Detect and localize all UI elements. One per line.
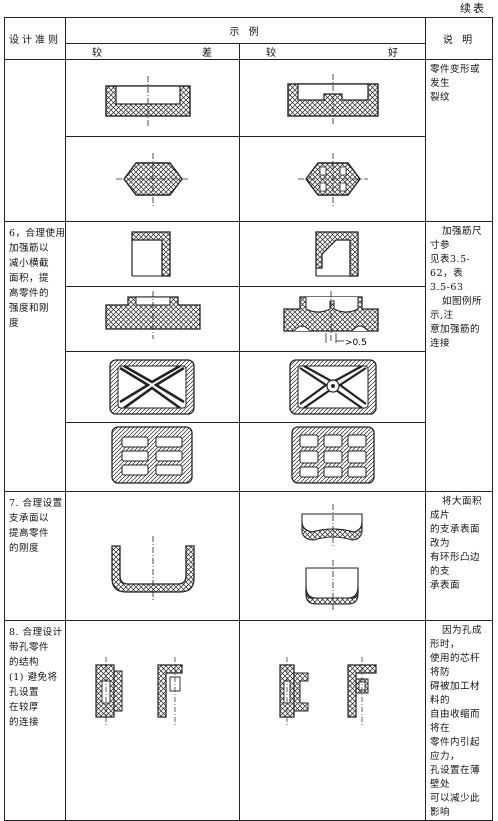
note-1-line-2: 裂纹 xyxy=(430,92,451,103)
criterion-7-line-4: 的刚度 xyxy=(9,543,40,554)
header-better: 较好 xyxy=(239,43,426,60)
plate-cross-rib-hub-plan-diagram xyxy=(289,359,377,415)
criterion-6-line-4: 面积，提 xyxy=(9,273,50,284)
criterion-6-line-6: 强度和刚 xyxy=(9,303,50,314)
better-figure-slot-plate xyxy=(239,422,426,492)
note-6-line-1: 加强筋尺寸参 xyxy=(430,226,483,251)
criterion-6-line-2: 加强筋以 xyxy=(9,243,50,254)
note-cell-6: 加强筋尺寸参 见表3.5-62，表 3.5-63 如图例所示,注 意加强筋的连接 xyxy=(425,221,493,492)
hexagon-solid-section-diagram xyxy=(116,153,190,207)
criterion-6-line-3: 减小横截 xyxy=(9,258,50,269)
note-8-line-7: 可以减少此影响 xyxy=(430,793,481,818)
plate-cross-rib-plan-diagram xyxy=(109,359,195,415)
hexagon-hollow-section-diagram xyxy=(298,153,368,207)
continued-label: 续表 xyxy=(460,2,486,15)
worse-figure-holes xyxy=(65,620,240,821)
better-figure-support xyxy=(239,491,426,621)
header-example: 示 例 xyxy=(65,17,426,44)
criterion-7-line-2: 支承面以 xyxy=(9,513,50,524)
channel-section-uniform-diagram xyxy=(105,76,191,126)
criterion-cell-7: 7. 合理设置 支承面以 提高零件 的刚度 xyxy=(4,491,66,621)
better-figure-corner xyxy=(239,221,426,287)
header-note: 说 明 xyxy=(425,17,493,60)
note-cell-1: 零件变形或发生 裂纹 xyxy=(425,59,493,222)
note-cell-8: 因为孔成形时， 使用的芯杆将防 碍被加工材料的 自由收缩而将在 零件内引起应力，… xyxy=(425,620,493,821)
note-6-line-2: 见表3.5-62，表 xyxy=(430,254,471,279)
note-cell-7: 将大面积成片 的支承表面改为 有环形凸边的支 承表面 xyxy=(425,491,493,621)
note-8-line-3: 碍被加工材料的 xyxy=(430,681,481,706)
design-guideline-table: 设计准则 示 例 说 明 较差 较好 零件变形或发生 xyxy=(4,17,493,821)
criterion-8-line-7: 的连接 xyxy=(9,717,40,728)
note-7-line-3: 有环形凸边的支 xyxy=(430,552,481,577)
note-6-line-4: 如图例所示,注 xyxy=(430,296,483,321)
better-figure-channel xyxy=(239,59,426,137)
note-6-line-5: 意加强筋的连接 xyxy=(430,324,481,349)
better-figure-holes xyxy=(239,620,426,821)
note-1-line-1: 零件变形或发生 xyxy=(430,64,481,89)
criterion-cell-6: 6，合理使用 加强筋以 减小横截 面积，提 高零件的 强度和刚 度 xyxy=(4,221,66,492)
criterion-8-line-1: 8. 合理设计 xyxy=(9,627,63,638)
worse-figure-slot-plate xyxy=(65,422,240,492)
criterion-8-line-6: 在较厚 xyxy=(9,702,40,713)
worse-figure-hexagon xyxy=(65,136,240,222)
criterion-cell-8: 8. 合理设计 带孔零件 的结构 (1) 避免将 孔设置 在较厚 的连接 xyxy=(4,620,66,821)
criterion-7-line-3: 提高零件 xyxy=(9,528,50,539)
criterion-cell-1 xyxy=(4,59,66,222)
criterion-6-line-5: 高零件的 xyxy=(9,288,50,299)
criterion-6-line-1: 6，合理使用 xyxy=(9,228,66,239)
worse-figure-support xyxy=(65,491,240,621)
better-figure-hexagon xyxy=(239,136,426,222)
plate-staggered-slot-plan-diagram xyxy=(291,426,375,484)
rib-spacing-callout: >0.5 xyxy=(345,338,367,348)
hole-in-thin-wall-section-diagram xyxy=(279,657,377,725)
worse-figure-channel xyxy=(65,59,240,137)
worse-figure-tray xyxy=(65,286,240,352)
hole-in-thick-wall-section-diagram xyxy=(95,657,183,725)
note-8-line-5: 零件内引起应力， xyxy=(430,737,481,762)
note-8-line-6: 孔设置在薄壁处 xyxy=(430,765,481,790)
criterion-7-line-1: 7. 合理设置 xyxy=(9,498,63,509)
channel-section-stepped-diagram xyxy=(287,74,379,126)
note-6-line-3: 3.5-63 xyxy=(430,282,464,293)
criterion-8-line-4: (1) 避免将 xyxy=(9,672,58,683)
note-8-line-2: 使用的芯杆将防 xyxy=(430,653,481,678)
corner-ribbed-section-diagram xyxy=(315,231,359,277)
header-criterion: 设计准则 xyxy=(4,17,66,60)
tray-ribbed-section-diagram: >0.5 xyxy=(283,291,379,348)
corner-plain-section-diagram xyxy=(131,231,171,277)
header-worse: 较差 xyxy=(65,43,240,60)
plate-slotted-plan-diagram xyxy=(111,426,193,484)
note-8-line-1: 因为孔成形时， xyxy=(430,625,483,650)
better-figure-tray: >0.5 xyxy=(239,286,426,352)
note-8-line-4: 自由收缩而将在 xyxy=(430,709,481,734)
note-7-line-1: 将大面积成片 xyxy=(430,496,483,521)
criterion-6-line-7: 度 xyxy=(9,318,20,329)
worse-figure-corner xyxy=(65,221,240,287)
criterion-8-line-2: 带孔零件 xyxy=(9,642,50,653)
criterion-8-line-5: 孔设置 xyxy=(9,687,40,698)
criterion-8-line-3: 的结构 xyxy=(9,657,40,668)
worse-figure-cross-rib-plate xyxy=(65,351,240,423)
ring-boss-support-section-diagram xyxy=(301,504,363,612)
note-7-line-2: 的支承表面改为 xyxy=(430,524,481,549)
tray-thick-section-diagram xyxy=(105,291,201,339)
note-7-line-4: 承表面 xyxy=(430,580,461,591)
flat-support-section-diagram xyxy=(111,536,195,602)
better-figure-cross-rib-plate xyxy=(239,351,426,423)
